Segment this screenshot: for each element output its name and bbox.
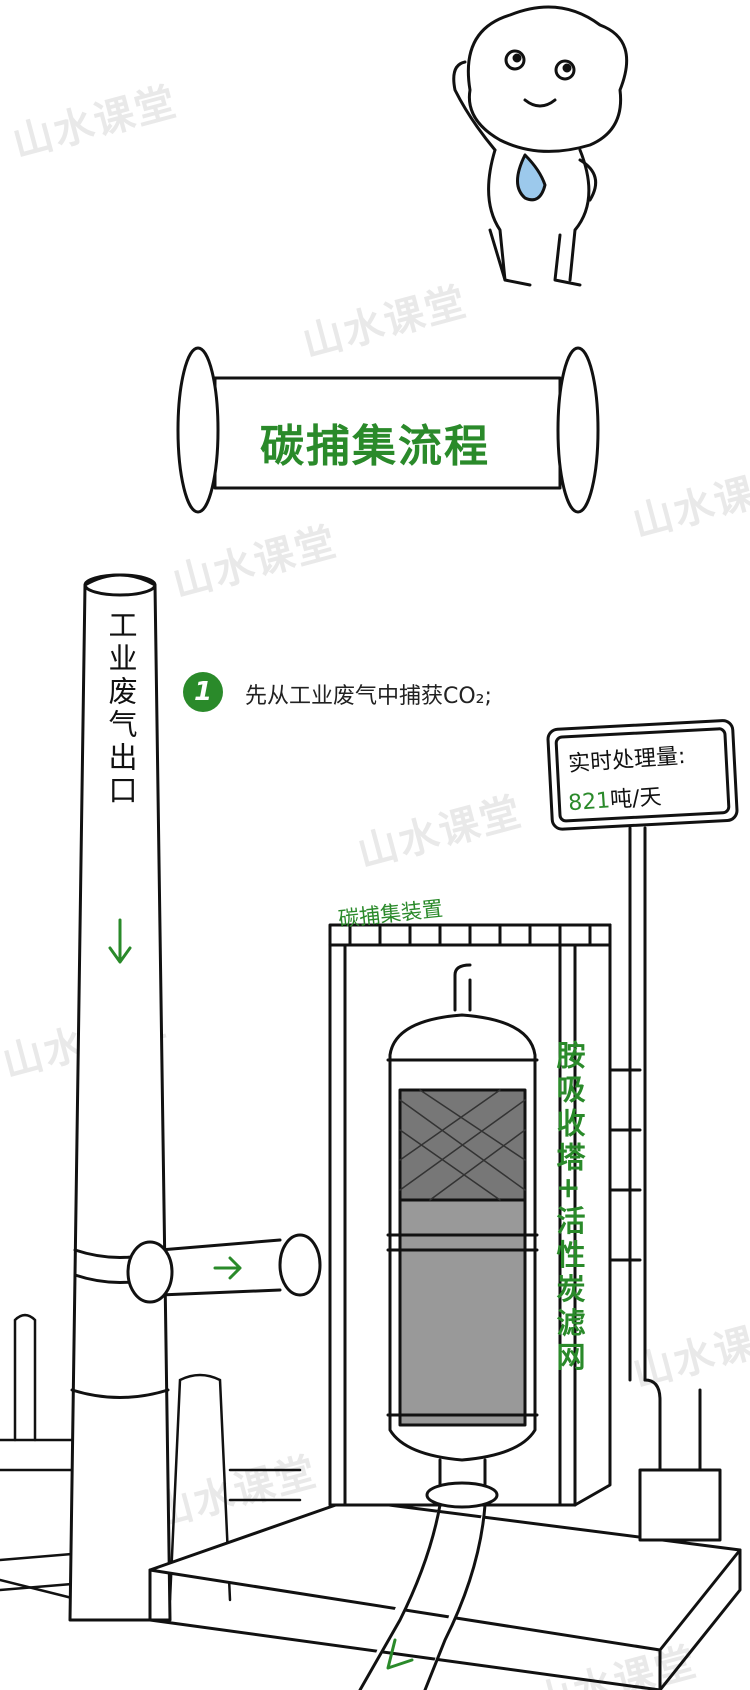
chimney (68, 573, 322, 1622)
sign-value: 821吨/天 (567, 779, 662, 817)
arrow-down-icon (108, 918, 132, 964)
step-text: 先从工业废气中捕获CO₂; (245, 684, 492, 709)
step-number-badge: 1 (183, 672, 223, 712)
sign-board (546, 719, 739, 1382)
water-drop-icon (516, 153, 547, 202)
platform (148, 1498, 742, 1690)
mascot-character (452, 5, 629, 287)
chimney-label: 工业废气出口 (104, 610, 138, 808)
page-title: 碳捕集流程 (260, 421, 490, 472)
carbon-capture-device (328, 923, 722, 1690)
title-scroll (176, 346, 600, 514)
throughput-unit: 吨/天 (609, 784, 663, 814)
throughput-value: 821 (567, 788, 612, 817)
amine-absorber-fill (398, 1198, 527, 1427)
arrow-right-icon (213, 1256, 242, 1280)
tower-label: 胺吸收塔+活性炭滤网 (552, 1040, 586, 1376)
arrow-down-left-icon (386, 1638, 414, 1670)
factory-background (0, 1313, 302, 1602)
